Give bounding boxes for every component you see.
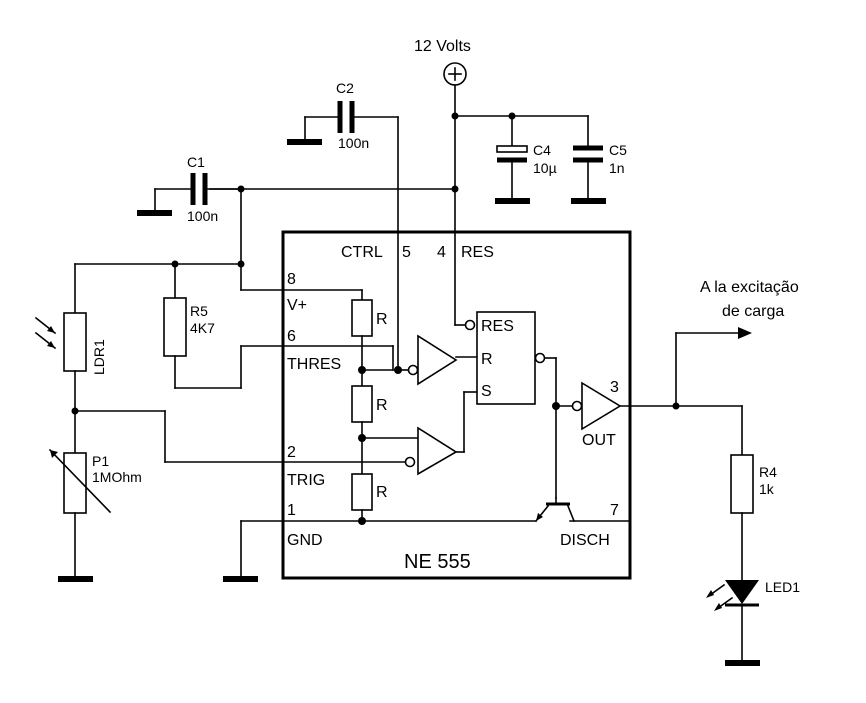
divider-r3-label: R bbox=[376, 484, 388, 501]
ff-r-label: R bbox=[481, 351, 493, 368]
pin-gnd-label: GND bbox=[287, 532, 323, 549]
pin-7-number: 7 bbox=[610, 502, 619, 519]
divider-r1-label: R bbox=[376, 311, 388, 328]
pin-disch-label: DISCH bbox=[560, 532, 610, 549]
r5-value: 4K7 bbox=[190, 320, 215, 336]
divider-r2-label: R bbox=[376, 397, 388, 414]
led1-name: LED1 bbox=[765, 579, 800, 595]
comparator-trigger bbox=[361, 391, 478, 476]
r4-value: 1k bbox=[759, 481, 775, 497]
pin-1-number: 1 bbox=[287, 502, 296, 519]
led1: LED1 bbox=[706, 579, 800, 666]
pin-trig-label: TRIG bbox=[287, 472, 325, 489]
c1-value: 100n bbox=[187, 208, 218, 224]
p1-name: P1 bbox=[92, 453, 109, 469]
output-label-line2: de carga bbox=[722, 303, 784, 320]
output-label-line1: A la excitação bbox=[700, 279, 799, 296]
output-buffer bbox=[555, 381, 743, 431]
flip-flop: RES R S bbox=[454, 311, 560, 499]
c5-name: C5 bbox=[609, 142, 627, 158]
c4-value: 10µ bbox=[533, 160, 557, 176]
pin-8-number: 8 bbox=[287, 271, 296, 288]
pin-2-number: 2 bbox=[287, 444, 296, 461]
resistor-r4: R4 1k bbox=[730, 405, 777, 581]
pin-vplus-label: V+ bbox=[287, 297, 307, 314]
capacitor-c2: C2 100n bbox=[287, 80, 399, 371]
ne555-ic: CTRL 5 4 RES 8 V+ 6 THRES 2 TRIG 1 GND 3… bbox=[281, 230, 632, 580]
c2-value: 100n bbox=[338, 135, 369, 151]
discharge-transistor bbox=[361, 497, 576, 523]
supply-12v: 12 Volts bbox=[414, 38, 471, 86]
capacitor-c5: C5 1n bbox=[571, 115, 627, 204]
pin-ctrl-label: CTRL bbox=[341, 244, 383, 261]
pin-3-number: 3 bbox=[610, 379, 619, 396]
capacitor-c4: C4 10µ bbox=[495, 115, 557, 204]
r4-name: R4 bbox=[759, 464, 777, 480]
ff-res-label: RES bbox=[481, 318, 514, 335]
ldr1: LDR1 bbox=[34, 263, 107, 454]
comparator-threshold bbox=[361, 334, 478, 386]
ff-s-label: S bbox=[481, 383, 492, 400]
pin-out-label: OUT bbox=[582, 432, 616, 449]
supply-label: 12 Volts bbox=[414, 38, 471, 55]
output-arrow-icon bbox=[738, 327, 752, 339]
pin-5-number: 5 bbox=[402, 244, 411, 261]
c5-value: 1n bbox=[609, 160, 625, 176]
pin-thres-label: THRES bbox=[287, 356, 341, 373]
c1-name: C1 bbox=[187, 154, 205, 170]
potentiometer-p1: P1 1MOhm bbox=[48, 448, 142, 582]
p1-value: 1MOhm bbox=[92, 469, 142, 485]
c2-name: C2 bbox=[336, 80, 354, 96]
internal-divider: R R R bbox=[351, 289, 388, 525]
ldr1-name: LDR1 bbox=[91, 339, 107, 375]
capacitor-c1: C1 100n bbox=[137, 154, 242, 224]
pin-4-number: 4 bbox=[437, 244, 446, 261]
c4-name: C4 bbox=[533, 142, 551, 158]
pin-6-number: 6 bbox=[287, 328, 296, 345]
ic-name: NE 555 bbox=[404, 551, 471, 573]
r5-name: R5 bbox=[190, 303, 208, 319]
pin-res-label: RES bbox=[461, 244, 494, 261]
resistor-r5: R5 4K7 bbox=[163, 263, 394, 389]
